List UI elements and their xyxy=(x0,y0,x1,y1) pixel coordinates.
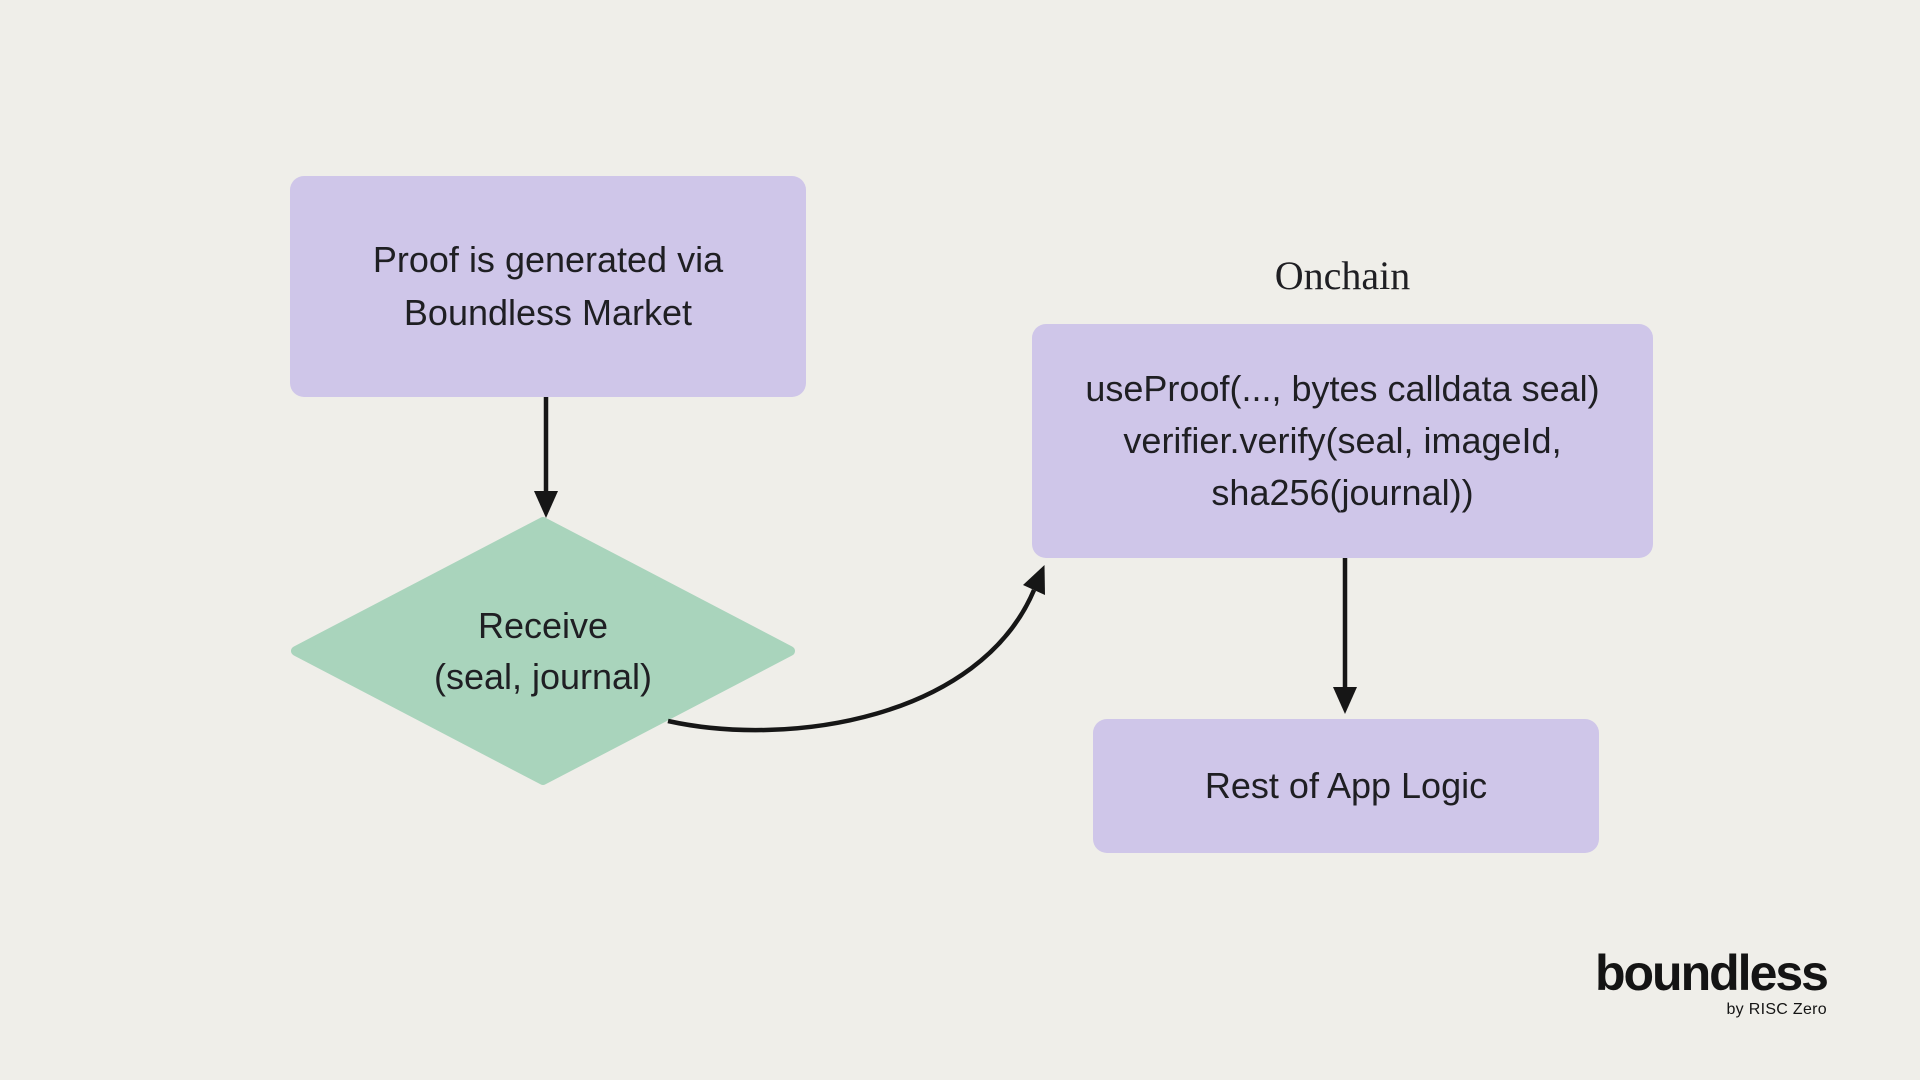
node-rest-label: Rest of App Logic xyxy=(1204,764,1488,806)
receive-diamond-shape xyxy=(291,517,795,785)
node-rest-of-app-logic: Rest of App Logic xyxy=(1093,719,1599,853)
node-useproof-line1: useProof(..., bytes calldata seal) xyxy=(1085,367,1600,409)
node-useproof-line2: verifier.verify(seal, imageId, xyxy=(1123,419,1562,461)
node-proof-line2: Boundless Market xyxy=(403,291,693,333)
arrowhead-useproof-to-rest xyxy=(1333,687,1357,714)
boundless-logo-wordmark: boundless xyxy=(1594,945,1829,1001)
arrowhead-receive-to-useproof xyxy=(1023,565,1045,595)
arrowhead-proof-to-receive xyxy=(534,491,558,518)
node-useproof-line3: sha256(journal)) xyxy=(1211,472,1474,514)
arrow-receive-to-useproof xyxy=(667,589,1037,733)
node-proof-line1: Proof is generated via xyxy=(372,239,724,281)
node-receive-label: Receive (seal, journal) xyxy=(318,595,768,707)
node-receive-line1: Receive xyxy=(477,604,609,646)
node-receive-line2: (seal, journal) xyxy=(433,656,653,697)
node-proof-generated: Proof is generated via Boundless Market xyxy=(290,176,806,397)
boundless-logo: boundless by RISC Zero xyxy=(1594,945,1829,1019)
boundless-logo-byline: by RISC Zero xyxy=(1726,1001,1827,1018)
node-useproof: useProof(..., bytes calldata seal) verif… xyxy=(1032,324,1653,558)
onchain-section-label: Onchain xyxy=(1274,253,1411,298)
